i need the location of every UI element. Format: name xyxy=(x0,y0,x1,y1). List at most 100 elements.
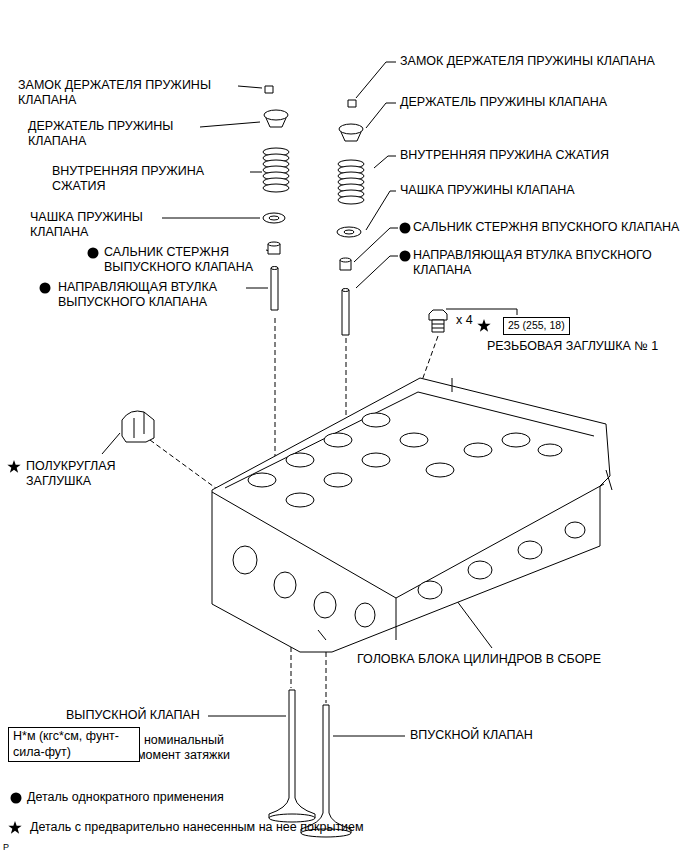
intake-valve-parts xyxy=(337,227,361,237)
torque-value-box: 25 (255, 18) xyxy=(503,317,570,335)
part-label: ВНУТРЕННЯЯ ПРУЖИНА СЖАТИЯ xyxy=(400,148,686,163)
part-label: ВПУСКНОЙ КЛАПАН xyxy=(410,728,610,743)
part-label: ЗАМОК ДЕРЖАТЕЛЯ ПРУЖИНЫ КЛАПАНА xyxy=(400,54,686,69)
leader-line xyxy=(356,256,398,288)
precoated-part-symbol xyxy=(7,460,20,473)
cylinder-head xyxy=(464,443,492,457)
cylinder-head xyxy=(324,473,352,487)
one-time-part-symbol xyxy=(400,251,411,262)
part-label: ПОЛУКРУГЛАЯ ЗАГЛУШКА xyxy=(26,459,134,489)
part-label: ДЕРЖАТЕЛЬ ПРУЖИНЫ КЛАПАНА xyxy=(400,95,686,110)
leader-line xyxy=(162,218,260,219)
cylinder-head xyxy=(502,433,530,447)
leader-line xyxy=(208,716,286,717)
cylinder-head xyxy=(606,470,612,490)
one-time-part-symbol xyxy=(400,223,411,234)
leader-line xyxy=(250,172,262,173)
exhaust-valve-parts xyxy=(271,267,278,270)
precoated-part-symbol xyxy=(7,319,490,834)
exhaust-valve-parts xyxy=(271,268,278,310)
intake-valve-parts xyxy=(344,230,354,234)
intake-valve-parts xyxy=(342,290,349,335)
exhaust-valve-parts xyxy=(263,213,285,223)
leader-line xyxy=(246,288,268,289)
part-label: ЧАШКА ПРУЖИНЫ КЛАПАНА xyxy=(30,210,162,240)
cylinder-head xyxy=(286,493,314,507)
legend-entry: Деталь однократного применения xyxy=(27,790,224,805)
exhaust-valve-parts xyxy=(269,216,279,220)
one-time-part-symbol xyxy=(11,223,411,804)
one-time-part-symbol xyxy=(11,793,22,804)
threaded-plug xyxy=(429,310,447,320)
valve xyxy=(269,690,351,837)
leader-line xyxy=(374,156,396,168)
exhaust-valve-parts xyxy=(268,242,280,246)
intake-valve-parts xyxy=(337,100,364,335)
part-label: ЗАМОК ДЕРЖАТЕЛЯ ПРУЖИНЫ КЛАПАНА xyxy=(18,78,240,108)
one-time-part-symbol xyxy=(40,283,51,294)
part-label: РЕЗЬБОВАЯ ЗАГЛУШКА № 1 xyxy=(487,339,685,354)
part-label: НАПРАВЛЯЮЩАЯ ВТУЛКА ВПУСКНОГО КЛАПАНА xyxy=(413,248,683,278)
threaded-plug xyxy=(432,328,444,329)
cylinder-head xyxy=(225,392,594,488)
box-text: 25 (255, 18) xyxy=(508,319,565,333)
legend-text: Деталь с предварительно нанесенным на не… xyxy=(30,820,364,834)
part-label: ЧАШКА ПРУЖИНЫ КЛАПАНА xyxy=(400,183,686,198)
legend-text: Деталь однократного применения xyxy=(27,790,224,804)
cylinder-head xyxy=(452,378,453,392)
cylinder-head xyxy=(286,453,314,467)
part-label: ГОЛОВКА БЛОКА ЦИЛИНДРОВ В СБОРЕ xyxy=(357,652,677,667)
part-label: ДЕРЖАТЕЛЬ ПРУЖИНЫ КЛАПАНА xyxy=(28,119,200,149)
cylinder-head xyxy=(212,378,612,652)
threaded-plug xyxy=(432,320,444,332)
semicircular-plug xyxy=(134,412,144,438)
quantity-label: x 4 xyxy=(456,313,486,328)
part-label: ВЫПУСКНОЙ КЛАПАН xyxy=(66,708,206,723)
one-time-part-symbol xyxy=(88,248,99,259)
threaded-plug xyxy=(429,310,447,332)
page-marker: P xyxy=(3,842,23,853)
cylinder-head xyxy=(396,598,397,640)
part-label: ВНУТРЕННЯЯ ПРУЖИНА СЖАТИЯ xyxy=(52,164,249,194)
cylinder-head xyxy=(468,561,492,579)
leader-line xyxy=(366,191,396,230)
cylinder-head xyxy=(248,473,276,487)
part-label: САЛЬНИК СТЕРЖНЯ ВЫПУСКНОГО КЛАПАНА xyxy=(104,245,276,275)
legend-entry: Деталь с предварительно нанесенным на не… xyxy=(30,820,364,835)
cylinder-head xyxy=(318,630,326,640)
valve xyxy=(301,705,351,833)
valve xyxy=(269,690,315,818)
precoated-part-symbol xyxy=(477,319,490,332)
leader-line xyxy=(102,433,120,454)
leader-line xyxy=(366,103,396,128)
cylinder-head xyxy=(565,522,585,538)
cylinder-head xyxy=(418,581,442,599)
cylinder-head xyxy=(233,546,257,574)
intake-valve-parts xyxy=(340,258,351,262)
leader-line xyxy=(238,86,262,88)
cylinder-head xyxy=(212,484,604,598)
cylinder-head xyxy=(400,433,428,447)
leader-line xyxy=(200,122,260,127)
intake-valve-parts xyxy=(348,100,356,107)
semicircular-plug xyxy=(122,411,154,442)
torque-unit-box: Н*м (кгс*см, фунт-сила-фут) xyxy=(8,727,140,762)
cylinder-head xyxy=(362,413,390,427)
cylinder-head xyxy=(538,444,562,456)
cylinder-head xyxy=(355,603,375,627)
exhaust-valve-parts xyxy=(263,86,289,310)
cylinder-head xyxy=(324,433,352,447)
intake-valve-parts xyxy=(338,196,364,204)
intake-valve-parts xyxy=(339,124,363,141)
legend-note: : номинальный момент затяжки xyxy=(137,733,255,763)
box-text: Н*м (кгс*см, фунт-сила-фут) xyxy=(13,729,135,760)
exhaust-valve-parts xyxy=(264,110,288,127)
cylinder-head xyxy=(212,378,610,652)
semicircular-plug xyxy=(122,411,154,442)
leader-line xyxy=(333,736,405,737)
exhaust-valve-parts xyxy=(263,184,289,192)
cylinder-head xyxy=(518,541,542,559)
precoated-part-symbol xyxy=(8,821,21,834)
leader-line xyxy=(356,62,396,98)
